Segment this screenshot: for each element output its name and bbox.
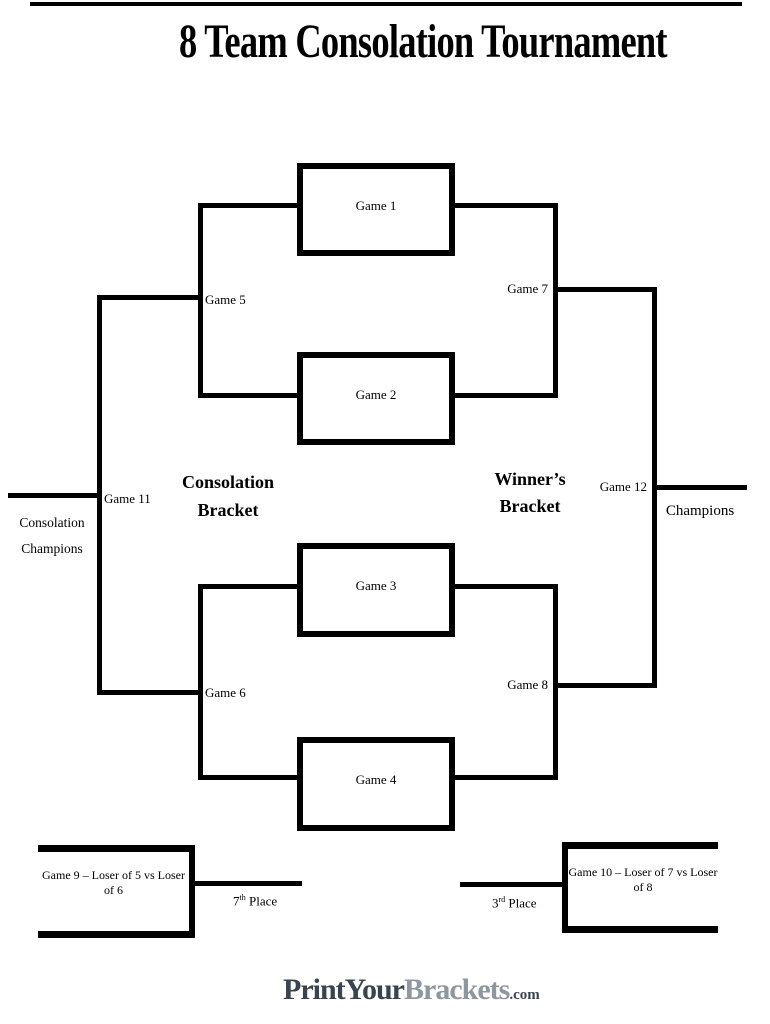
game2-right-connector [455,393,553,398]
game-2-label: Game 2 [355,386,397,402]
game7-output-line [553,287,657,292]
champion-line [652,485,747,490]
seventh-place-label: 7th Place [233,893,277,909]
game11-bracket-line [97,295,102,695]
game-2-box: Game 2 [297,352,455,445]
game3-right-connector [455,584,553,589]
consolation-bracket-line1: Consolation [181,472,275,492]
logo-com-text: .com [509,987,540,1003]
consolation-bracket-line2: Bracket [197,500,259,520]
game-3-box: Game 3 [297,543,455,637]
third-place-word: Place [505,895,537,911]
game-5-label: Game 5 [205,292,246,307]
game6-output-line [97,690,198,695]
game-11-label: Game 11 [104,491,151,506]
page-title-text: 8 Team Consolation Tournament [179,15,668,68]
game-4-label: Game 4 [355,772,397,787]
game4-left-connector [198,775,297,780]
game-10-label: Game 10 – Loser of 7 vs Loser of 8 [568,865,718,894]
top-rule [30,2,742,6]
champions-label: Champions [665,503,735,519]
winners-bracket-heading: Winner’s Bracket [470,466,590,520]
third-place-number: 3 [492,895,499,911]
game8-bracket-line [553,584,558,780]
game-10-box: Game 10 – Loser of 7 vs Loser of 8 [562,842,718,933]
consolation-champions-label: Consolation Champions [8,510,96,562]
game-7-label: Game 7 [507,281,548,296]
game-1-label: Game 1 [355,197,397,213]
logo-brackets-text: Brackets [404,973,510,1006]
game1-left-connector [198,203,297,208]
game-1-box: Game 1 [297,163,455,256]
consolation-champions-line2: Champions [21,541,83,556]
game-4-box: Game 4 [297,737,455,831]
game2-left-connector [198,393,297,398]
game4-right-connector [455,775,553,780]
print-your-brackets-logo: PrintYourBrackets.com [283,973,540,1007]
consolation-champion-line [8,493,97,498]
winners-bracket-line2: Bracket [499,496,561,516]
seventh-place-word: Place [245,893,278,909]
logo-printyour-text: PrintYour [283,973,405,1006]
game-12-label: Game 12 [599,479,647,494]
game5-bracket-line [198,203,203,398]
third-place-line [460,882,562,887]
game-6-label: Game 6 [205,685,246,700]
game7-bracket-line [553,203,558,398]
page-title: 8 Team Consolation Tournament [38,14,770,69]
game6-bracket-line [198,584,203,780]
game5-output-line [97,295,198,300]
game-9-box: Game 9 – Loser of 5 vs Loser of 6 [38,845,195,938]
winners-bracket-line1: Winner’s [494,469,566,489]
game-9-label: Game 9 – Loser of 5 vs Loser of 6 [42,868,185,897]
seventh-place-line [195,881,302,886]
game3-left-connector [198,584,297,589]
seventh-place-number: 7 [233,893,240,909]
game8-output-line [553,683,657,688]
game1-right-connector [455,203,553,208]
consolation-bracket-heading: Consolation Bracket [168,468,288,524]
third-place-label: 3rd Place [492,895,537,911]
seventh-place-suffix: th [239,893,246,902]
third-place-suffix: rd [498,895,506,904]
game-3-label: Game 3 [355,578,397,593]
game-8-label: Game 8 [507,677,548,692]
consolation-champions-line1: Consolation [19,515,85,530]
